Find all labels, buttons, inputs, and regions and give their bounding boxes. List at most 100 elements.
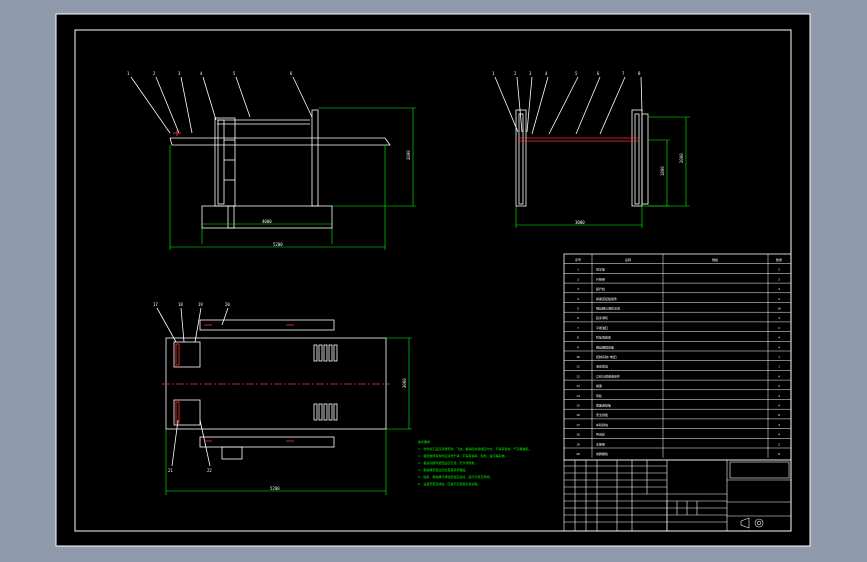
bom-cell-index: 10 (576, 355, 580, 359)
bom-header-cell: 序号 (575, 257, 581, 262)
bom-cell-name: 立柱与横梁连接件 (596, 373, 620, 378)
leader-label: 19 (198, 302, 203, 307)
bom-cell-name: 导轨 (596, 393, 602, 398)
bom-cell-name: 横梁 (596, 383, 602, 388)
front-view-structure (169, 109, 391, 229)
bom-cell-index: 9 (577, 345, 579, 349)
front-view: 1 2 3 4 5 6 (127, 71, 416, 250)
notes-line: 5. 链条、钢丝绳与滑轮配合应良好，运行平稳无异响。 (418, 474, 492, 479)
front-view-leaders (130, 76, 313, 134)
bom-cell-qty: 2 (778, 384, 780, 388)
bom-cell-index: 4 (577, 297, 579, 301)
bom-cell-qty: 2 (778, 297, 780, 301)
bom-cell-name: 链条滑轮 (596, 315, 608, 320)
side-dim-outer-height: 2000 (679, 153, 684, 163)
leader-label: 17 (153, 302, 158, 307)
bom-cell-qty: 4 (778, 374, 780, 378)
leader-label: 4 (200, 71, 203, 76)
bom-header-cell: 数量 (776, 257, 782, 262)
bom-cell-name: 升降架 (596, 276, 605, 281)
bom-cell-index: 15 (576, 404, 580, 408)
plan-view-dimensions (165, 337, 412, 495)
side-view-leaders (494, 76, 643, 135)
leader-label: 5 (575, 71, 578, 76)
bom-cell-qty: 2 (778, 277, 780, 281)
bom-cell-qty: 2 (778, 326, 780, 330)
bom-cell-index: 6 (577, 316, 579, 320)
bom-cell-qty: 2 (778, 268, 780, 272)
front-dim-height: 2000 (406, 150, 411, 160)
bom-cell-index: 7 (577, 326, 579, 330)
bom-cell-name: 提升柱 (596, 286, 605, 291)
bom-cell-index: 1 (577, 268, 579, 272)
plan-view-leader-labels: 17 18 19 20 21 22 (153, 302, 230, 473)
leader-label: 8 (638, 71, 641, 76)
side-view: 1 2 3 4 5 6 7 8 (492, 71, 690, 228)
bom-cell-qty: 1 (778, 365, 780, 369)
bom-cell-qty: 4 (778, 423, 780, 427)
bom-cell-index: 11 (576, 365, 580, 369)
projection-symbol-icon (740, 517, 764, 529)
bom-header-cell: 名称 (625, 257, 631, 262)
bom-cell-index: 2 (577, 277, 579, 281)
plan-view: 17 18 19 20 21 22 (153, 302, 412, 495)
side-view-dimensions (515, 116, 690, 228)
leader-label: 2 (153, 71, 156, 76)
plan-dim-width: 3000 (402, 378, 407, 388)
bom-cell-name: 横梁连接板组件 (596, 296, 617, 301)
bom-cell-qty: 4 (778, 336, 780, 340)
bom-cell-name: 底座连接板 (596, 403, 611, 408)
leader-label: 1 (492, 71, 495, 76)
plan-view-red-marks (162, 324, 390, 442)
bom-cell-index: 8 (577, 336, 579, 340)
bom-cell-name: 防坠落装置 (596, 335, 611, 340)
title-block (563, 459, 792, 532)
bom-cell-name: 钢丝绳固定座 (596, 344, 614, 349)
side-view-leader-labels: 1 2 3 4 5 6 7 8 (492, 71, 641, 76)
leader-label: 20 (225, 302, 230, 307)
notes-line: 2. 装配前所有零件应清洗干净，不得有铁屑、毛刺、油污等杂物。 (418, 453, 507, 458)
technical-notes: 技术要求 1. 零件加工后应清除毛刺、飞边，各焊接处焊缝应均匀，不得有裂纹、气孔… (418, 439, 531, 486)
notes-line: 4. 钢丝绳安装后应检查其张紧程度。 (418, 467, 468, 472)
bom-cell-name: 车轮挡块 (596, 422, 608, 427)
leader-label: 18 (178, 302, 183, 307)
leader-label: 22 (207, 468, 212, 473)
bom-cell-qty: 4 (778, 394, 780, 398)
bom-cell-index: 19 (576, 442, 580, 446)
side-view-beam (518, 137, 638, 142)
side-dim-width: 3000 (575, 220, 585, 225)
bom-cell-qty: 4 (778, 433, 780, 437)
bom-cell-index: 20 (576, 452, 580, 456)
leader-label: 7 (622, 71, 625, 76)
bom-cell-qty: 8 (778, 413, 780, 417)
front-dim-overall-width: 5200 (273, 242, 283, 247)
bom-cell-qty: 1 (778, 355, 780, 359)
bom-cell-name: 载车板 (596, 267, 605, 272)
bom-header-cell: 规格 (712, 257, 718, 262)
leader-label: 1 (127, 71, 130, 76)
bom-cell-qty: 16 (777, 307, 781, 311)
notes-line: 3. 各运动部件装配后应灵活，无卡滞现象。 (418, 460, 477, 465)
bom-cell-index: 13 (576, 384, 580, 388)
notes-line: 6. 设备安装完成后，应进行空载和负载试验。 (418, 481, 480, 486)
bom-cell-name: 液压泵站 (596, 364, 608, 369)
leader-label: 3 (529, 71, 532, 76)
bom-cell-name: 平衡油缸 (596, 325, 608, 330)
plan-dim-length: 5200 (270, 486, 280, 491)
bom-cell-qty: 4 (778, 404, 780, 408)
leader-label: 21 (168, 468, 173, 473)
bom-cell-qty: 4 (778, 316, 780, 320)
bom-cell-index: 5 (577, 307, 579, 311)
bom-cell-qty: 2 (778, 442, 780, 446)
leader-label: 6 (597, 71, 600, 76)
bom-cell-name: 地脚螺栓 (596, 451, 608, 456)
bom-cell-index: 12 (576, 374, 580, 378)
bom-cell-qty: 8 (778, 452, 780, 456)
leader-label: 4 (545, 71, 548, 76)
bom-cell-qty: 4 (778, 345, 780, 349)
plan-view-structure (165, 319, 387, 460)
bom-cell-qty: 4 (778, 287, 780, 291)
bom-cell-name: 导向轮 (596, 432, 605, 437)
leader-label: 6 (290, 71, 293, 76)
